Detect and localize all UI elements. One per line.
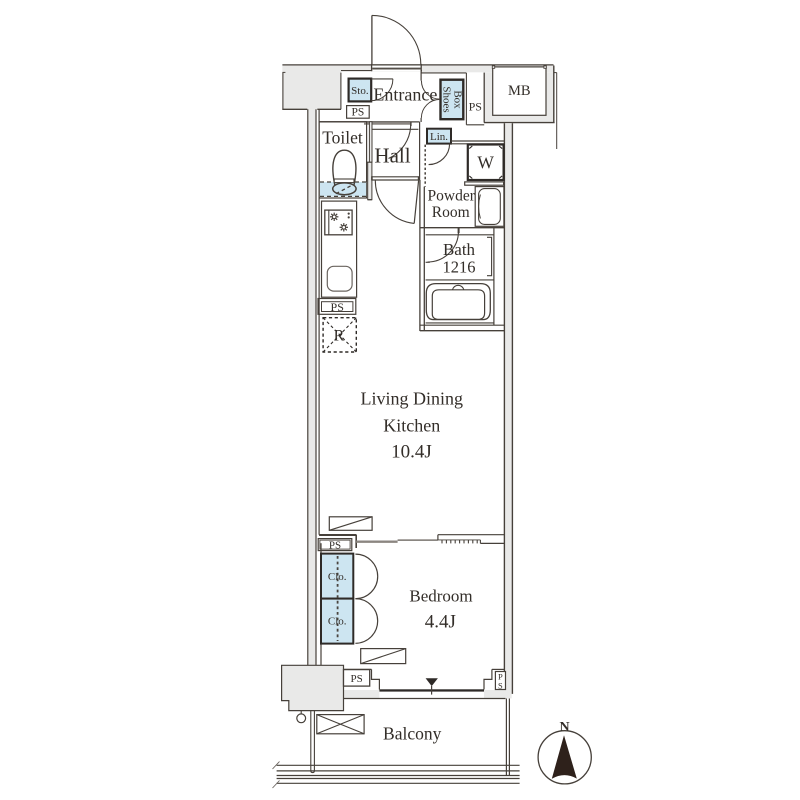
svg-text:Toilet: Toilet — [322, 128, 363, 148]
svg-text:PS: PS — [350, 673, 362, 685]
svg-text:MB: MB — [508, 83, 531, 99]
svg-text:Lin.: Lin. — [430, 131, 448, 143]
svg-text:PS: PS — [469, 100, 482, 114]
svg-text:4.4J: 4.4J — [425, 611, 456, 632]
svg-text:S: S — [498, 680, 503, 690]
svg-text:PS: PS — [352, 107, 365, 119]
svg-text:P: P — [498, 672, 503, 682]
svg-text:Bath: Bath — [443, 240, 476, 259]
svg-text:Kitchen: Kitchen — [383, 415, 440, 435]
svg-text:Powder: Powder — [428, 187, 476, 204]
svg-text:N: N — [559, 720, 569, 735]
svg-text:Hall: Hall — [374, 144, 410, 168]
svg-text:1216: 1216 — [443, 258, 476, 277]
svg-text:PS: PS — [331, 300, 344, 314]
svg-text:Balcony: Balcony — [383, 723, 442, 743]
svg-text:Box: Box — [451, 90, 463, 109]
svg-text:Bedroom: Bedroom — [409, 586, 472, 605]
svg-text:PS: PS — [329, 540, 341, 552]
svg-text:Room: Room — [432, 204, 470, 221]
svg-text:Clo.: Clo. — [328, 616, 347, 628]
svg-text:W: W — [477, 153, 494, 173]
svg-text:R: R — [334, 328, 345, 345]
svg-text:Entrance: Entrance — [373, 85, 437, 105]
svg-text:Clo.: Clo. — [328, 571, 347, 583]
svg-text:10.4J: 10.4J — [391, 442, 432, 463]
svg-text:Living Dining: Living Dining — [361, 389, 464, 409]
svg-text:Shoes: Shoes — [441, 86, 453, 112]
svg-text:Sto.: Sto. — [351, 85, 369, 97]
